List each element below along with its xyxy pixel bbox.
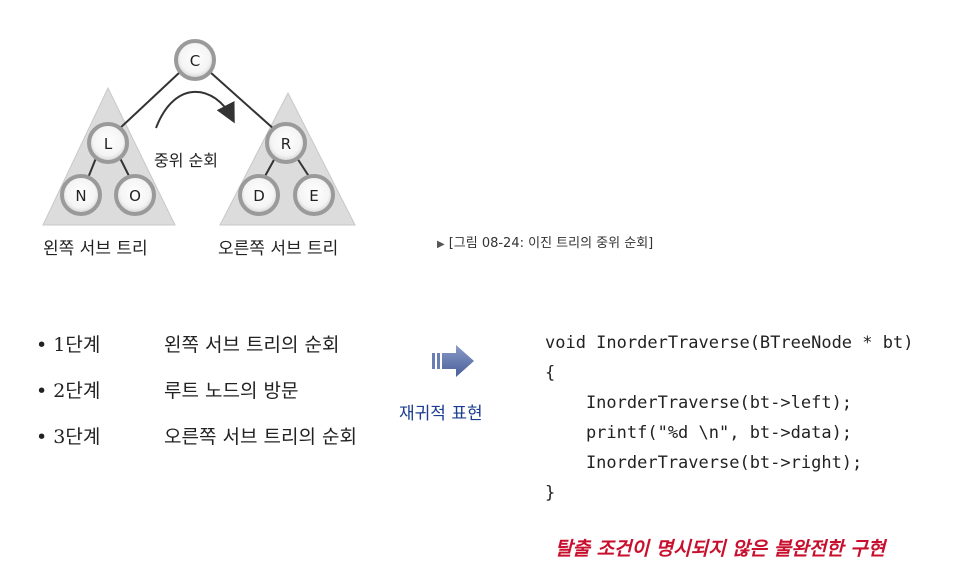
edge-right-e (296, 157, 311, 179)
node-right-child: R (265, 122, 307, 164)
edge-root-left (117, 71, 181, 131)
step-number: • 2단계 (36, 380, 101, 402)
code-line: InorderTraverse(bt->left); (545, 393, 853, 413)
traversal-label: 중위 순회 (154, 151, 218, 170)
node-root-label: C (190, 52, 200, 70)
step-description: 왼쪽 서브 트리의 순회 (164, 334, 340, 356)
right-subtree-label: 오른쪽 서브 트리 (218, 239, 339, 259)
step-number: • 3단계 (36, 426, 101, 448)
step-description: 오른쪽 서브 트리의 순회 (164, 426, 357, 448)
binary-tree-diagram: C L R N O D E (42, 39, 356, 226)
step-number: • 1단계 (36, 334, 101, 356)
code-line: } (545, 483, 556, 503)
node-n: N (60, 174, 102, 216)
figure-caption: ▶[그림 08-24: 이진 트리의 중위 순회] (437, 232, 653, 251)
recursion-label: 재귀적 표현 (399, 404, 483, 424)
figure-caption-text: [그림 08-24: 이진 트리의 중위 순회] (448, 236, 654, 251)
step-description: 루트 노드의 방문 (164, 380, 299, 402)
edge-right-d (263, 157, 276, 179)
node-o-label: O (129, 187, 141, 205)
node-left-child-label: L (104, 135, 113, 153)
caption-triangle-icon: ▶ (437, 239, 445, 250)
node-n-label: N (75, 187, 86, 205)
node-e-label: E (309, 187, 318, 205)
code-line: void InorderTraverse(BTreeNode * bt) (545, 333, 914, 353)
edge-root-right (209, 71, 276, 131)
traversal-arrow (155, 90, 235, 129)
node-d: D (238, 174, 280, 216)
code-line: InorderTraverse(bt->right); (545, 453, 863, 473)
code-block: void InorderTraverse(BTreeNode * bt) { I… (545, 328, 913, 508)
warning-note: 탈출 조건이 명시되지 않은 불완전한 구현 (555, 538, 886, 560)
code-line: printf("%d \n", bt->data); (545, 423, 853, 443)
node-root: C (174, 39, 216, 81)
left-subtree-label: 왼쪽 서브 트리 (43, 239, 148, 259)
node-right-child-label: R (281, 135, 291, 153)
node-o: O (114, 174, 156, 216)
edge-left-n (87, 157, 97, 179)
edge-left-o (119, 157, 131, 179)
right-arrow-icon (432, 345, 474, 377)
node-d-label: D (253, 187, 265, 205)
node-e: E (293, 174, 335, 216)
node-left-child: L (87, 122, 129, 164)
code-line: { (545, 363, 556, 383)
